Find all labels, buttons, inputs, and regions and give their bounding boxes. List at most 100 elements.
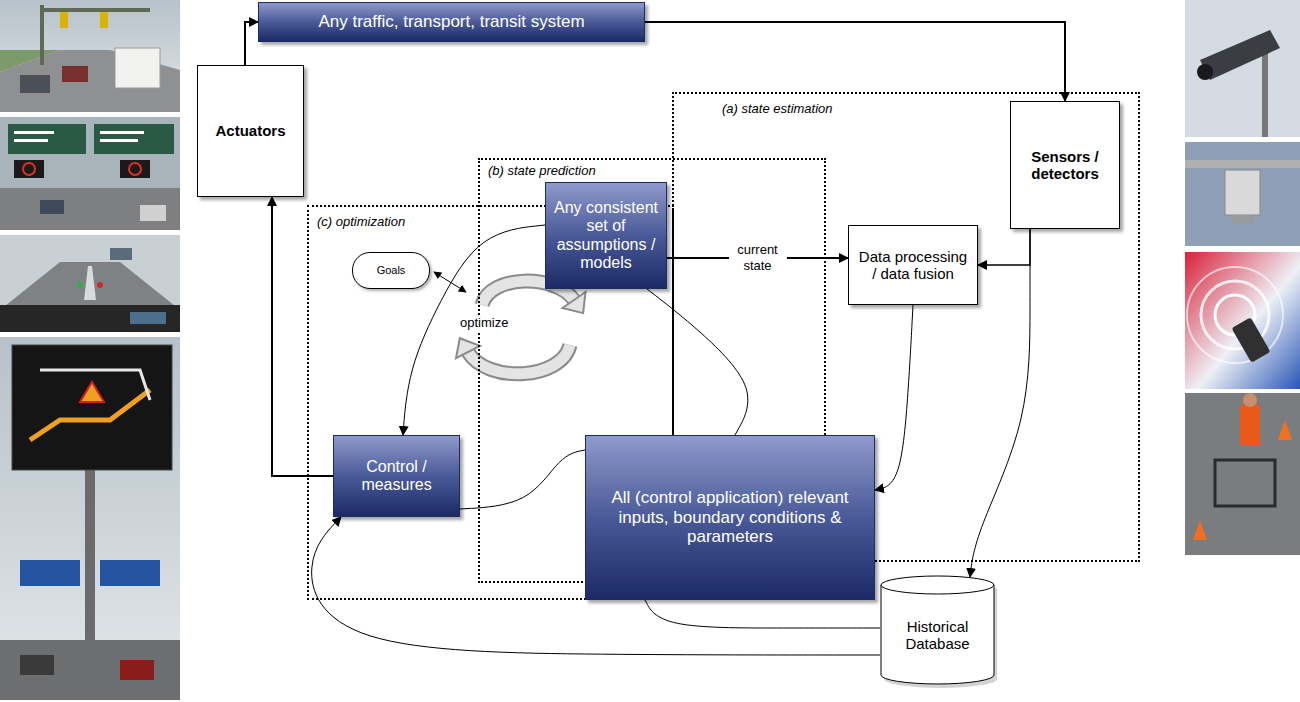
region-heading: (a) state estimation [722,102,833,117]
photo-car [110,248,132,260]
photo-traffic-light [60,12,68,28]
photo-dot [77,282,83,288]
node-text: Actuators [215,122,285,139]
photo-car [140,205,166,221]
edge-label: current state [729,242,787,273]
photo-camera-lens [1197,64,1213,80]
photo-matrix-sign [120,160,150,178]
photo-backdrop [1185,252,1300,389]
photo-car [40,200,64,214]
connector [645,600,880,628]
cycle-arrow [468,345,570,374]
photo-cone [1193,520,1207,540]
photo-signal-ring [1187,267,1283,363]
photo-worker [1240,405,1260,445]
connector [978,229,1030,265]
photo-road [0,188,180,230]
photo-truck [115,48,160,88]
photo-phone-body [1231,317,1270,363]
region-heading: (b) state prediction [488,164,596,179]
photo-motorway-lights [0,0,180,112]
photo-sky [1185,142,1300,246]
photo-road [0,640,180,700]
photo-speed-ring [129,163,141,175]
photo-sign-line [14,131,54,134]
photo-dashboard [0,305,180,332]
photo-phone [1185,252,1300,389]
connector [645,22,1065,101]
region-heading: (c) optimization [317,215,405,230]
photo-car [20,75,50,93]
photo-sky [0,117,180,230]
photo-road [1185,393,1300,555]
photo-warning-triangle [80,382,104,402]
photo-overhead-signs [0,117,180,230]
goals-link [434,272,466,292]
photo-loop-cut [1215,460,1275,506]
photo-sky [1185,0,1300,137]
cycle-arrow-head [456,338,480,358]
input-box: All (control application) relevant input… [585,435,875,600]
photo-car [120,660,154,680]
photo-gantry-beam [40,8,150,12]
photo-guidance [84,266,96,300]
photo-sky [0,0,180,112]
control-box: Control / measures [333,435,460,517]
node-text: Control / measures [340,458,453,495]
photo-blue-sign [20,560,80,586]
photo-blue-sign [100,560,160,586]
photo-sign-line [100,139,138,142]
database-cylinder: Historical Database [880,575,995,685]
node-text: Any consistent set of assumptions / mode… [552,199,660,273]
photo-route-sign [0,337,180,700]
photo-in-car [0,235,180,332]
node-text: Goals [377,264,406,277]
connector [245,22,258,65]
photo-car [20,655,54,675]
node-text: Sensors / detectors [1017,148,1113,183]
photo-beam [1185,160,1300,168]
actuator-box: Actuators [197,65,304,197]
node-text: All (control application) relevant input… [592,488,868,547]
photo-sign [8,124,86,154]
cycle-arrow-head [563,292,586,313]
cylinder-body [881,585,994,684]
photo-road [0,262,180,310]
photo-car [62,66,88,82]
sensor-box: Sensors / detectors [1010,101,1120,229]
system-box: Any traffic, transport, transit system [258,2,645,42]
photo-detector-box [1225,170,1260,215]
photo-camera [1185,0,1300,137]
photo-sign-line [14,139,48,142]
connector [875,305,913,490]
cycle-label: optimize [458,315,510,331]
photo-pole [85,470,95,645]
node-text: Historical Database [886,618,989,653]
connector [272,197,333,476]
photo-matrix-sign [14,160,44,178]
photo-detector-lens [1232,215,1253,223]
photo-sign [94,124,174,154]
photo-sky [0,337,180,700]
photo-sign-line [100,131,144,134]
photo-sign-panel [12,345,172,470]
photo-gantry-pole [40,5,44,65]
photo-cone [1278,420,1292,440]
process-box: Data processing / data fusion [848,225,978,305]
node-text: Data processing / data fusion [855,248,971,283]
connector [647,289,748,435]
photo-road-worker [1185,393,1300,555]
photo-worker-head [1243,393,1257,407]
photo-sky [0,235,180,332]
model-box: Any consistent set of assumptions / mode… [545,182,667,289]
connector [970,229,1030,577]
cylinder-top [881,576,994,594]
photo-traffic-light [100,12,108,28]
photo-display [130,312,166,324]
photo-detector [1185,142,1300,246]
node-text: Any traffic, transport, transit system [318,12,584,32]
photo-dot [97,282,103,288]
goal-terminal: Goals [352,252,430,289]
